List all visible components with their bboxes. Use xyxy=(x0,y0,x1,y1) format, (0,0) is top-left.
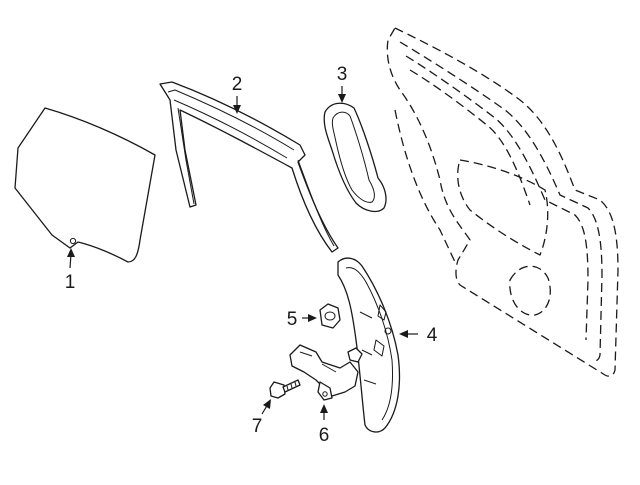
callout-leaders xyxy=(67,86,418,420)
fixed-glass-seal xyxy=(323,102,387,213)
door-shell-outline xyxy=(386,27,619,377)
door-glass xyxy=(14,107,156,263)
callout-6: 6 xyxy=(319,425,330,446)
bolt xyxy=(269,379,301,399)
glass-run-channel xyxy=(159,81,339,253)
callout-4: 4 xyxy=(427,325,438,346)
callout-1: 1 xyxy=(65,272,76,293)
window-regulator xyxy=(337,257,401,433)
regulator-motor xyxy=(289,344,363,401)
callout-3: 3 xyxy=(337,64,348,85)
callout-5: 5 xyxy=(287,309,298,330)
callout-7: 7 xyxy=(252,416,263,437)
callout-2: 2 xyxy=(232,74,243,95)
nut xyxy=(319,303,341,329)
